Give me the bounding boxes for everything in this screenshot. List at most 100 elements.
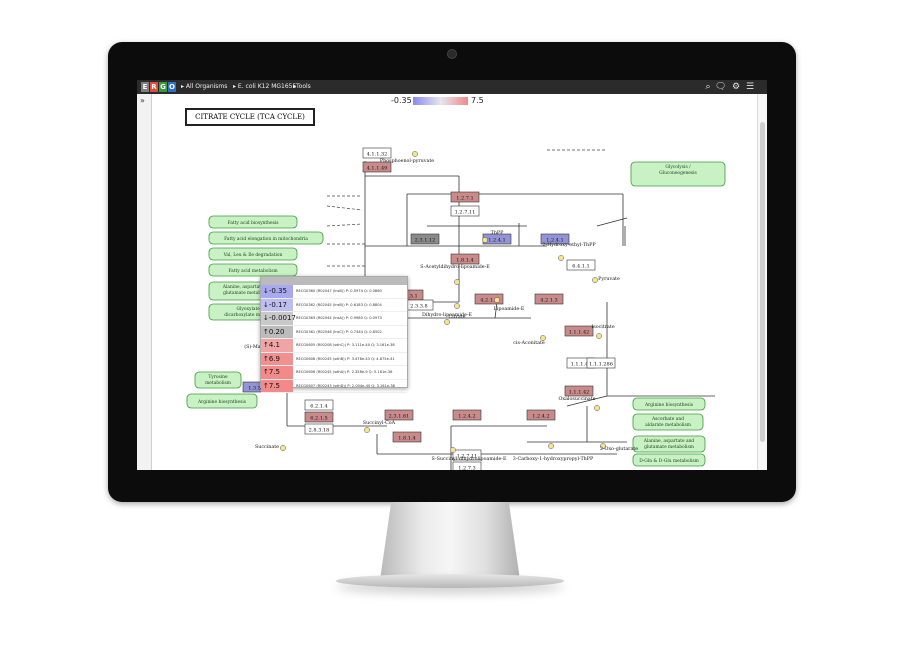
enzyme-box-label: 6.2.1.4 [310, 403, 328, 409]
compound-label: 3-Carboxy-1-hydroxypropyl-ThPP [513, 456, 594, 462]
nav-all-organisms[interactable]: ▸ All Organisms [181, 83, 228, 90]
enzyme-box[interactable]: 1.2.7.11 [450, 205, 480, 217]
enzyme-box-label: 1.2.4.1 [546, 237, 564, 243]
pathway-link-line [326, 223, 363, 227]
enzyme-box[interactable]: 1.1.1.42 [564, 385, 594, 397]
enzyme-box[interactable]: 6.2.1.5 [304, 411, 334, 423]
enzyme-box[interactable]: 6.2.1.4 [304, 399, 334, 411]
compound-label: Dihydro-lipoamide-E [422, 312, 473, 318]
expand-sidebar-icon[interactable]: » [140, 96, 145, 105]
enzyme-box[interactable]: 1.8.1.4 [392, 431, 422, 443]
vertical-scrollbar[interactable] [757, 94, 767, 470]
menu-icon[interactable]: ☰ [745, 82, 755, 92]
enzyme-box[interactable]: 1.8.1.4 [450, 253, 480, 265]
chat-icon[interactable]: 🗨 [715, 82, 727, 92]
enzyme-box[interactable]: 4.2.1.3 [534, 293, 564, 305]
compound-node [540, 335, 546, 341]
pathway-box[interactable]: Glycolysis /Gluconeogenesis [630, 161, 726, 187]
enzyme-box-bg [474, 293, 504, 305]
pathway-box-label: Arginine biosynthesis [644, 403, 694, 408]
popup-value: ↑7.5 [261, 366, 293, 379]
pathway-box-label: aldarate metabolism [645, 423, 692, 428]
scrollbar-thumb[interactable] [760, 122, 765, 442]
pathway-box-bg [186, 393, 258, 409]
enzyme-box-label: 1.3.5.1 [248, 385, 266, 391]
compound-node [558, 255, 564, 261]
enzyme-box-bg [304, 423, 334, 435]
pathway-box[interactable]: Fatty acid metabolism [208, 263, 298, 277]
enzyme-box[interactable]: 2.8.3.18 [304, 423, 334, 435]
enzyme-box[interactable]: 2.3.3.8 [404, 299, 434, 311]
compound-label: cis-Aconitate [513, 340, 545, 346]
enzyme-box-label: 2.8.3.18 [309, 427, 330, 433]
pathway-box-label: glutamate metabolism [223, 291, 274, 296]
monitor-bezel: E R G O ▸ All Organisms ▸ E. coli K12 MG… [108, 42, 796, 502]
enzyme-box[interactable]: 1.1.1.42 [564, 325, 594, 337]
enzyme-box-label: 2.3.3.8 [410, 303, 428, 309]
enzyme-box[interactable]: 1.2.7.3 [452, 461, 482, 470]
popup-description: RECG0360 (R02047 (lnsB)) P: 0.0974 Q: 0.… [296, 289, 382, 294]
nav-label: All Organisms [185, 83, 228, 90]
enzyme-box-bg [540, 233, 570, 245]
compound-label: Pyruvate [598, 276, 620, 282]
logo-letter: O [168, 82, 176, 92]
pathway-box[interactable]: Val, Leu & Ile degradation [208, 247, 298, 261]
pathway-box-bg [630, 161, 726, 187]
compound-label: Isocitrate [591, 324, 614, 330]
pathway-box-label: Glyoxylate and [236, 307, 269, 312]
popup-value: ↓-0.0017 [261, 312, 296, 325]
enzyme-box[interactable]: 4.1.1.49 [362, 161, 392, 173]
enzyme-box-bg [586, 357, 616, 369]
enzyme-box[interactable]: 1.2.7.1 [450, 191, 480, 203]
nav-tools[interactable]: ▸Tools [293, 83, 311, 90]
compound-label: Phosphoenol-pyruvate [380, 158, 434, 164]
compound-node [450, 447, 456, 453]
pathway-box[interactable]: D-Gln & D-Glu metabolism [632, 453, 706, 467]
enzyme-box[interactable]: 1.2.7.11 [452, 449, 482, 461]
logo-letter: E [141, 82, 149, 92]
monitor-stand-base [336, 574, 564, 588]
enzyme-box-bg [362, 147, 392, 159]
enzyme-box[interactable]: 1.2.4.2 [452, 409, 482, 421]
enzyme-box[interactable]: 2.3.1.12 [410, 233, 440, 245]
enzyme-box[interactable]: 6.4.1.1 [566, 259, 596, 271]
compound-label: Succinate [255, 444, 279, 450]
reaction-line [566, 395, 608, 407]
compound-node [454, 303, 460, 309]
enzyme-box[interactable]: 4.2.1.3 [474, 293, 504, 305]
enzyme-box-bg [450, 253, 480, 265]
search-icon[interactable]: ⌕ [705, 82, 711, 92]
enzyme-box[interactable]: 1.1.1.286 [586, 357, 616, 369]
compound-node [594, 405, 600, 411]
enzyme-box-bg [450, 205, 480, 217]
nav-label: Tools [296, 83, 311, 90]
pathway-box[interactable]: Arginine biosynthesis [632, 397, 706, 411]
ergo-logo[interactable]: E R G O [141, 82, 176, 92]
pathway-box-label: Alanine, aspartate and [222, 285, 274, 290]
enzyme-box-label: 1.2.7.3 [458, 465, 476, 470]
pathway-box[interactable]: Fatty acid biosynthesis [208, 215, 298, 229]
enzyme-box[interactable]: 4.1.1.32 [362, 147, 392, 159]
pathway-box[interactable]: Fatty acid elongation in mitochondria [208, 231, 324, 245]
compound-node [444, 319, 450, 325]
pathway-box-bg [208, 263, 298, 277]
enzyme-box-bg [452, 409, 482, 421]
enzyme-box-label: 4.2.1.3 [480, 297, 498, 303]
gear-icon[interactable]: ⚙ [731, 82, 741, 92]
pathway-box[interactable]: Arginine biosynthesis [186, 393, 258, 409]
nav-organism[interactable]: ▸ E. coli K12 MG1655 [233, 83, 297, 90]
compound-node [600, 443, 606, 449]
enzyme-box[interactable]: 1.2.4.2 [526, 409, 556, 421]
popup-description: RECG0607 (R00243 (sdhD)) P: 2.004e-40 Q:… [296, 383, 395, 388]
enzyme-box[interactable]: 2.3.1.61 [384, 409, 414, 421]
enzyme-box[interactable]: 1.2.4.1 [540, 233, 570, 245]
popup-description: RECG0363 (R02044 (lnsA)) P: 0.9980 Q: 0.… [296, 316, 382, 321]
